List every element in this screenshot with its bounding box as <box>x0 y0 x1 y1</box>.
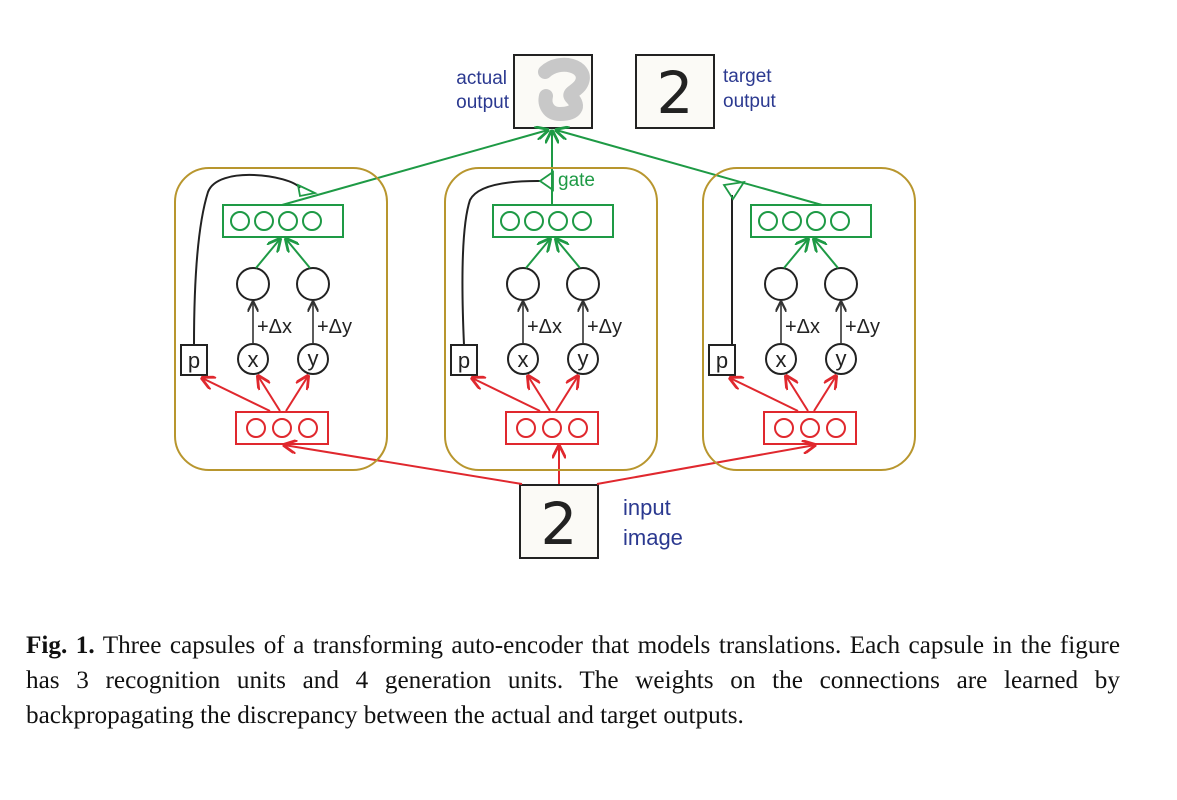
capsule-diagram: actual output 2 target output 2 input im… <box>174 54 916 559</box>
target-output-label-line1: target <box>723 66 772 87</box>
delta-y-label: +Δy <box>317 316 352 338</box>
x-label: x <box>248 347 259 372</box>
hidden-unit-y <box>296 267 330 301</box>
generation-unit <box>500 211 520 231</box>
x-label: x <box>518 347 529 372</box>
x-label: x <box>776 347 787 372</box>
actual-output-label-line1: actual <box>456 68 507 89</box>
generation-unit <box>302 211 322 231</box>
hidden-unit-x <box>236 267 270 301</box>
caption-label: Fig. 1. <box>26 632 95 659</box>
recognition-unit <box>568 418 588 438</box>
hidden-unit-x <box>506 267 540 301</box>
blurry-digit-image <box>538 57 590 122</box>
hidden-unit-x <box>764 267 798 301</box>
generation-unit <box>254 211 274 231</box>
gate-label: gate <box>558 170 595 191</box>
generation-units <box>222 204 344 238</box>
recognition-unit <box>800 418 820 438</box>
input-label-line2: image <box>623 525 683 550</box>
delta-y-label: +Δy <box>587 316 622 338</box>
recognition-units <box>763 411 857 445</box>
recognition-unit <box>826 418 846 438</box>
recognition-units <box>235 411 329 445</box>
recognition-unit <box>246 418 266 438</box>
actual-output-label-line2: output <box>456 92 510 113</box>
input-label-line1: input <box>623 495 671 520</box>
generation-unit <box>758 211 778 231</box>
capsule-frame <box>174 167 388 471</box>
delta-x-label: +Δx <box>785 316 820 338</box>
generation-unit <box>278 211 298 231</box>
p-label: p <box>188 348 200 373</box>
hidden-unit-y <box>824 267 858 301</box>
recognition-units <box>505 411 599 445</box>
recognition-unit <box>774 418 794 438</box>
capsule-3: x y +Δx +Δy p <box>702 167 916 471</box>
capsule-1: x y +Δx +Δy p <box>174 167 388 471</box>
y-label: y <box>308 346 319 371</box>
input-image-box: 2 <box>519 484 599 559</box>
delta-x-label: +Δx <box>257 316 292 338</box>
caption-text: Three capsules of a transforming auto-en… <box>26 632 1120 729</box>
recognition-unit <box>542 418 562 438</box>
gate-triangle <box>538 170 554 192</box>
delta-x-label: +Δx <box>527 316 562 338</box>
generation-unit <box>230 211 250 231</box>
target-output-label-line2: output <box>723 91 777 112</box>
generation-unit <box>806 211 826 231</box>
capsule-frame <box>702 167 916 471</box>
target-digit-image: 2 <box>657 59 694 127</box>
actual-output-box <box>513 54 593 129</box>
figure-caption: Fig. 1. Three capsules of a transforming… <box>26 628 1120 733</box>
generation-unit <box>572 211 592 231</box>
generation-unit <box>830 211 850 231</box>
generation-units <box>750 204 872 238</box>
target-output-box: 2 <box>635 54 715 129</box>
y-label: y <box>578 346 589 371</box>
y-label: y <box>836 346 847 371</box>
recognition-unit <box>516 418 536 438</box>
input-to-recognition-arrows <box>284 445 815 485</box>
p-label: p <box>458 348 470 373</box>
generation-unit <box>782 211 802 231</box>
generation-units <box>492 204 614 238</box>
hidden-unit-y <box>566 267 600 301</box>
gate-triangle <box>296 183 318 198</box>
recognition-unit <box>272 418 292 438</box>
capsule-frame <box>444 167 658 471</box>
input-digit-image: 2 <box>541 490 578 558</box>
p-label: p <box>716 348 728 373</box>
generation-unit <box>548 211 568 231</box>
gate-triangle <box>722 180 746 201</box>
capsule-2: x y +Δx +Δy p <box>444 167 658 471</box>
probability-unit <box>708 344 736 376</box>
delta-y-label: +Δy <box>845 316 880 338</box>
gate-wire <box>461 179 541 346</box>
gate-wire <box>193 173 301 346</box>
generation-unit <box>524 211 544 231</box>
recognition-unit <box>298 418 318 438</box>
